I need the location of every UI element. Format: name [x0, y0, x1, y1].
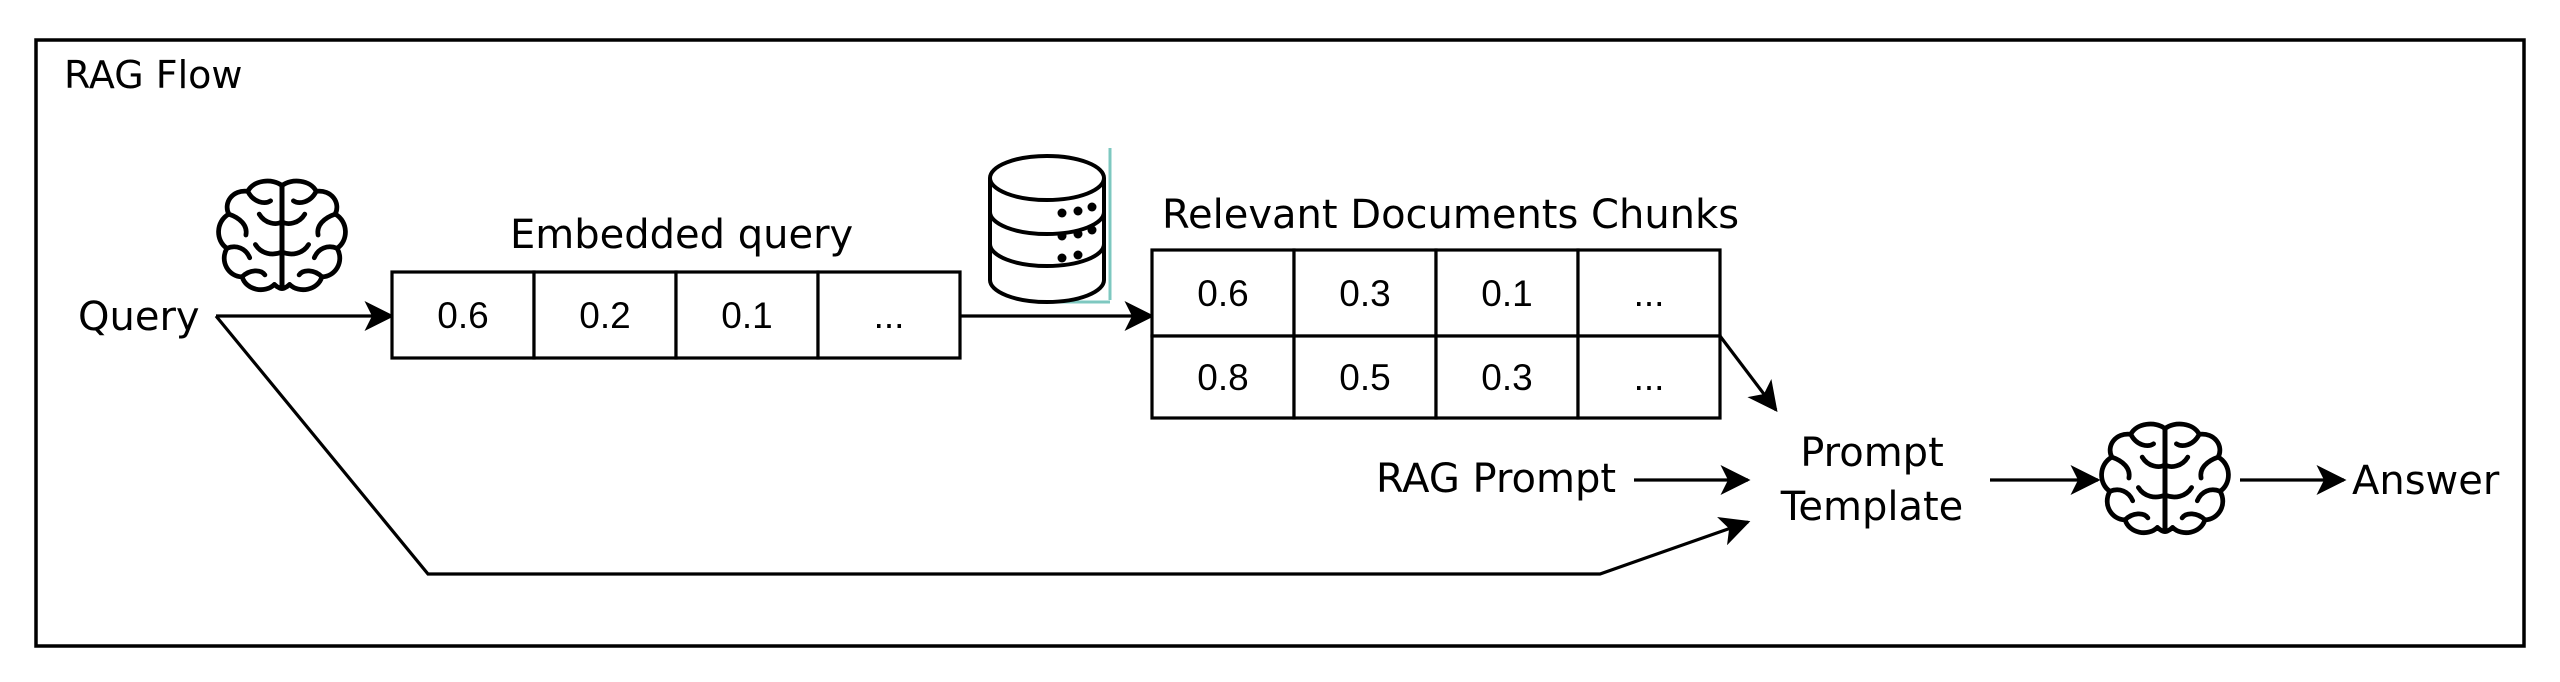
chunk-value: 0.1 [1481, 273, 1532, 314]
chunk-value: ... [1634, 273, 1665, 314]
chunk-value: ... [1634, 357, 1665, 398]
chunk-cell [1576, 334, 1722, 420]
chunks-to-template-arrow [1718, 335, 1778, 412]
chunk-cell [1576, 248, 1722, 338]
query-brain-icon [219, 181, 346, 290]
answer-brain-icon [2102, 424, 2229, 533]
chunk-value: 0.8 [1197, 357, 1248, 398]
prompt-template-label: Template [1780, 484, 1964, 530]
embedded-query-cell [816, 270, 962, 360]
embedded-query-value: 0.6 [437, 295, 488, 336]
relevant-chunks-label: Relevant Documents Chunks [1162, 192, 1739, 238]
chunk-cell [1292, 334, 1438, 420]
answer-label: Answer [2352, 458, 2500, 504]
database-icon [988, 148, 1112, 304]
chunk-value: 0.3 [1339, 273, 1390, 314]
chunk-cell [1150, 334, 1296, 420]
query-bypass-arrow [214, 314, 1751, 576]
query-label: Query [78, 294, 200, 340]
embedded-query-vector: 0.6 0.2 0.1 ... [390, 270, 962, 360]
prompt-template-label: Prompt [1800, 430, 1944, 476]
embedded-query-cell [674, 270, 820, 360]
embedded-query-value: ... [874, 295, 905, 336]
diagram-title: RAG Flow [64, 53, 242, 97]
embedded-query-label: Embedded query [510, 212, 853, 258]
rag-prompt-label: RAG Prompt [1376, 456, 1616, 502]
chunk-value: 0.6 [1197, 273, 1248, 314]
diagram-frame [34, 38, 2526, 648]
embedded-query-value: 0.1 [721, 295, 772, 336]
chunk-value: 0.3 [1481, 357, 1532, 398]
embedded-query-value: 0.2 [579, 295, 630, 336]
relevant-chunks-table: 0.6 0.3 0.1 ... 0.8 0.5 0.3 ... [1150, 248, 1722, 420]
chunk-value: 0.5 [1339, 357, 1390, 398]
embedded-query-cell [390, 270, 536, 360]
